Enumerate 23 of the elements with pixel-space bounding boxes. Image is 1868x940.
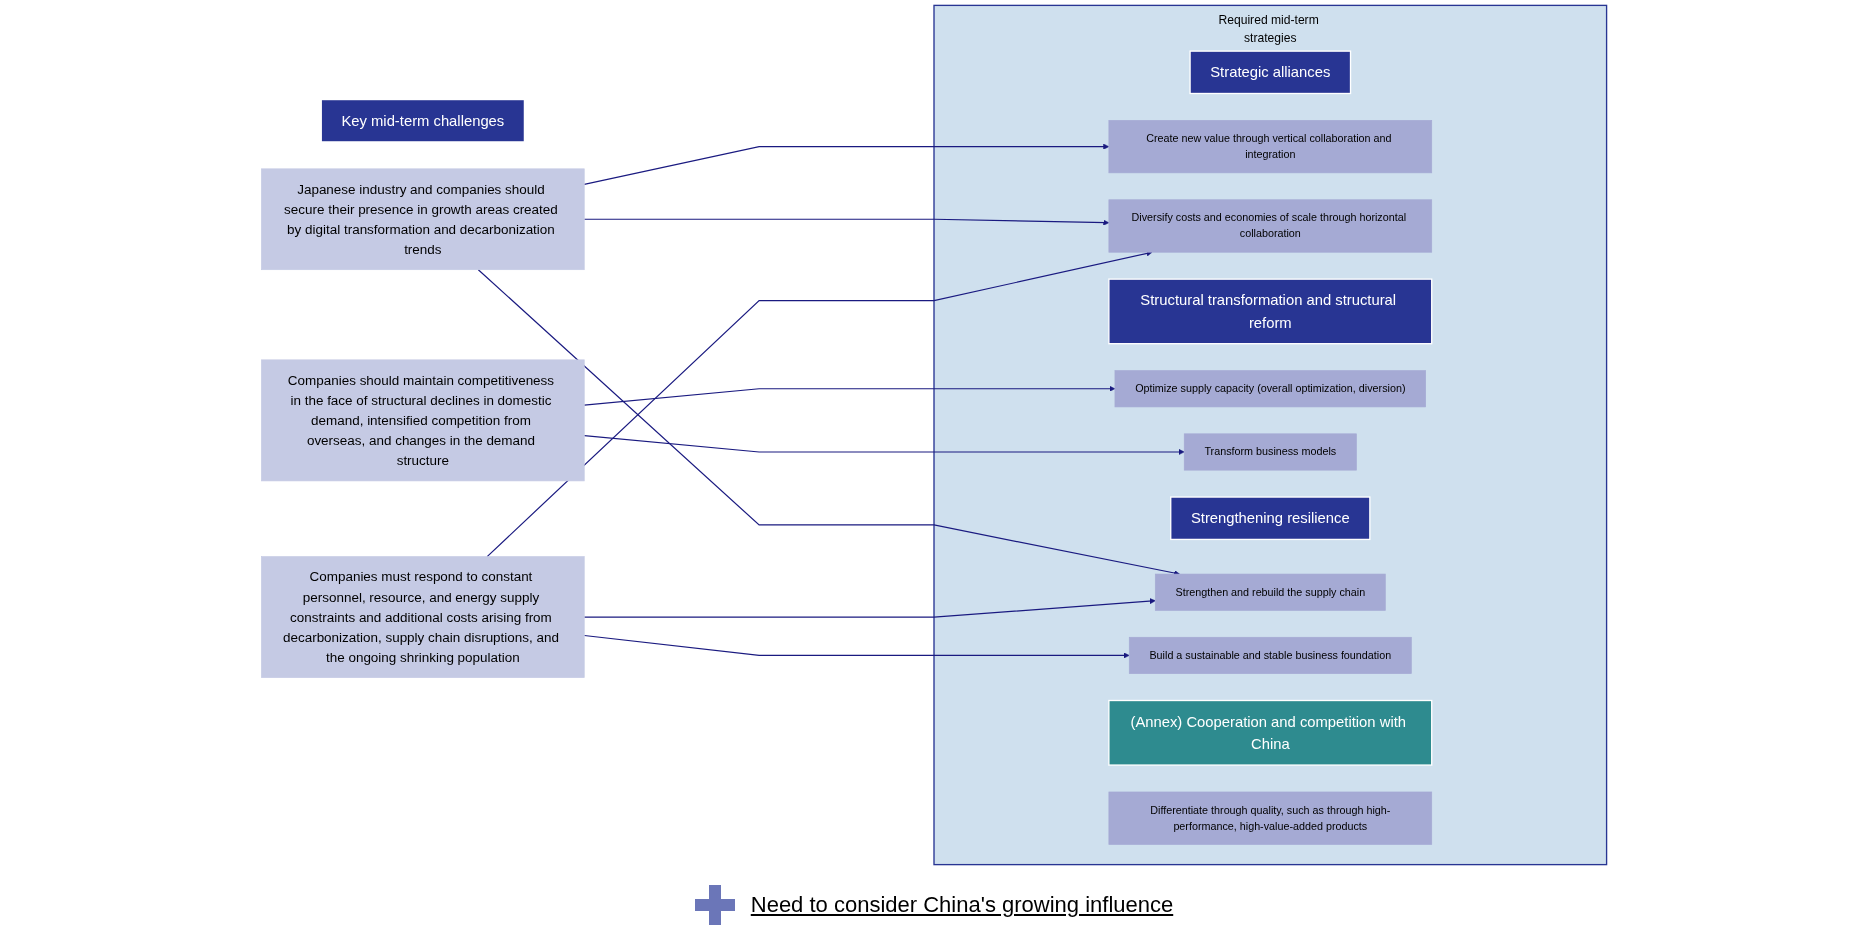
note-text: Need to consider China's growing influence bbox=[750, 892, 1174, 918]
node-box: Companies must respond to constant personnel, resource, and energy supply constraints and additional costs arising from decarbonization, supply chain disruptions, and the ongoing shrinking population bbox=[261, 556, 585, 678]
arrow bbox=[583, 143, 1110, 185]
node-box: Create new value through vertical collaboration and integration bbox=[1108, 120, 1433, 174]
node-box: Strengthening resilience bbox=[1170, 496, 1371, 541]
node-box: Companies should maintain competitiveness in the face of structural declines in domestic demand, intensified competition from overseas, and changes in the demand structure bbox=[261, 359, 585, 482]
node-box: Diversify costs and economies of scale through horizontal collaboration bbox=[1108, 199, 1433, 253]
arrow bbox=[583, 634, 1130, 659]
node-box: Structural transformation and structural reform bbox=[1108, 278, 1433, 345]
node-box: Build a sustainable and stable business foundation bbox=[1128, 636, 1412, 674]
arrow bbox=[583, 598, 1156, 618]
arrow bbox=[583, 385, 1116, 406]
node-box: Strategic alliances bbox=[1189, 50, 1352, 95]
node-box: Transform business models bbox=[1183, 433, 1357, 471]
node-box: Optimize supply capacity (overall optimization, diversion) bbox=[1114, 370, 1426, 408]
arrow bbox=[477, 269, 1180, 576]
node-box: (Annex) Cooperation and competition with China bbox=[1108, 699, 1433, 766]
arrow bbox=[583, 218, 1110, 226]
node-box: Differentiate through quality, such as through high-performance, high-value-added products bbox=[1108, 791, 1433, 845]
arrow bbox=[583, 434, 1185, 455]
node-box: Key mid-term challenges bbox=[320, 98, 526, 143]
node-box: Japanese industry and companies should secure their presence in growth areas created by digital transformation and decarbonization trends bbox=[261, 168, 585, 271]
node-box: Strengthen and rebuild the supply chain bbox=[1154, 573, 1386, 611]
